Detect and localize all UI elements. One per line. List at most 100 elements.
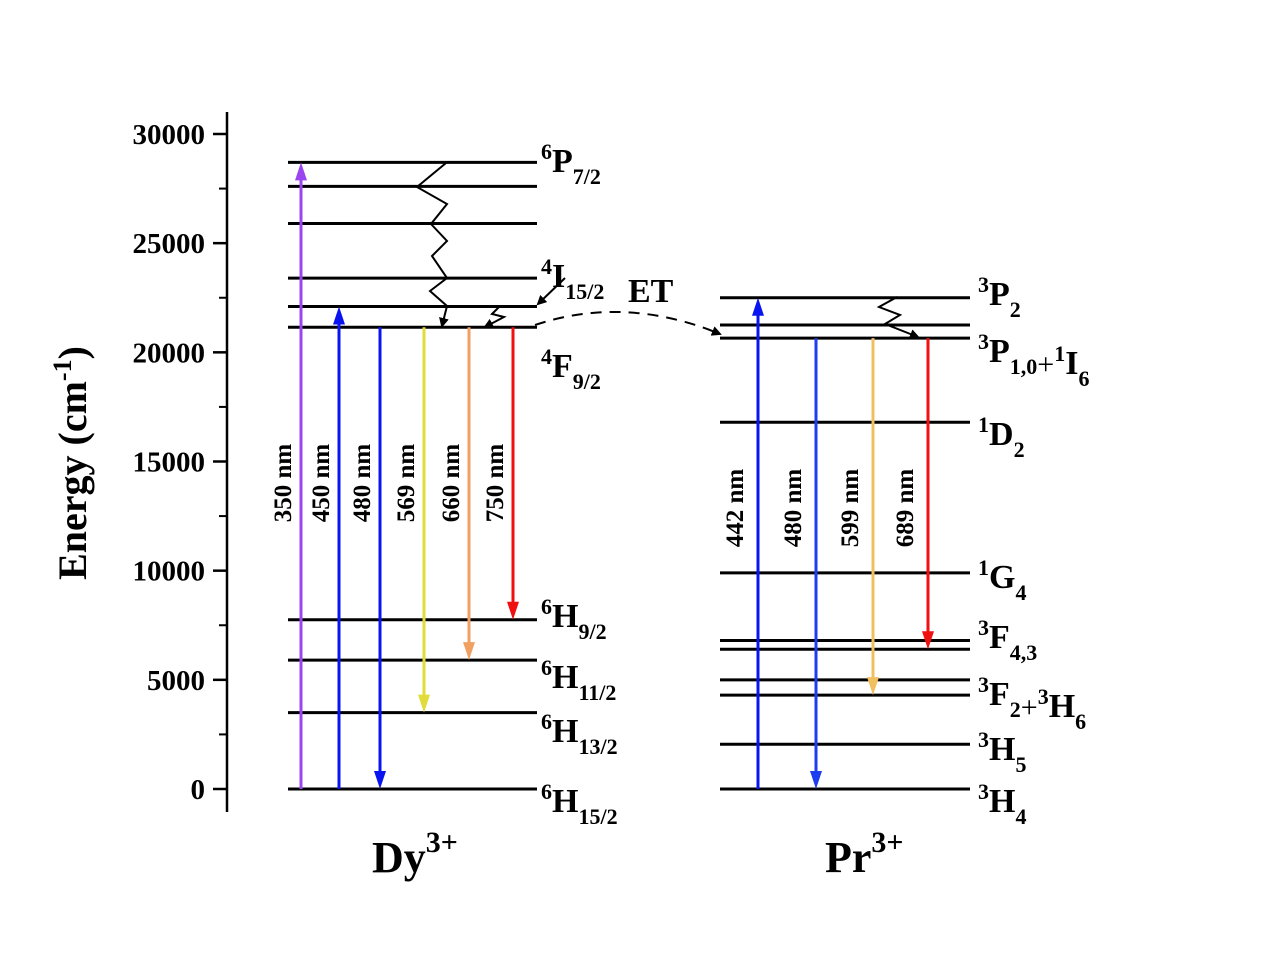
y-tick-label: 20000 [133, 337, 206, 369]
level-label: 6H13/2 [541, 709, 618, 759]
term-letter: D [989, 416, 1014, 453]
term-j: 4,3 [1010, 640, 1038, 665]
level-label: 3H4 [978, 779, 1026, 829]
term-j: 11/2 [578, 680, 616, 705]
term-multiplicity: 3 [978, 727, 989, 752]
term-multiplicity: 6 [541, 779, 552, 804]
level-label: 6H11/2 [541, 655, 616, 705]
level-label: 3F2+3H6 [978, 672, 1086, 734]
level-label: 4F9/2 [541, 344, 601, 394]
arrowhead-icon [507, 601, 519, 620]
term-letter: H [552, 713, 578, 750]
term-multiplicity: 6 [541, 139, 552, 164]
arrowhead-icon [463, 642, 475, 661]
y-tick-label: 10000 [133, 556, 206, 588]
y-axis-label-text: Energy (cm [50, 381, 95, 580]
pr-ion-charge: 3+ [871, 826, 903, 859]
level-label: 4I15/2 [541, 254, 604, 304]
term-letter: I [1065, 345, 1078, 382]
term-multiplicity: 3 [978, 272, 989, 297]
level-label: 6P7/2 [541, 139, 601, 189]
term-multiplicity: 1 [1054, 341, 1065, 366]
y-tick-label: 25000 [133, 228, 206, 260]
transition-wavelength-label: 480 nm [349, 444, 376, 523]
term-multiplicity: 6 [541, 594, 552, 619]
arrowhead-icon [418, 694, 430, 713]
term-j: 2 [1014, 437, 1025, 462]
y-tick-label: 30000 [133, 119, 206, 151]
level-label: 6H15/2 [541, 779, 618, 829]
transition-wavelength-label: 350 nm [270, 444, 297, 523]
term-letter: I [552, 258, 565, 295]
arrowhead-icon [333, 306, 345, 325]
transition-wavelength-label: 750 nm [482, 444, 509, 523]
term-multiplicity: 3 [978, 779, 989, 804]
energy-transfer-arrow [534, 310, 722, 336]
nonradiative-relaxation-icon [483, 305, 507, 328]
transition-wavelength-label: 442 nm [722, 469, 749, 548]
dy-ion-charge: 3+ [426, 826, 458, 859]
transition-wavelength-label: 660 nm [438, 444, 465, 523]
pr-ion-levels: 3P23P1,0+1I61D21G43F4,33F2+3H63H53H4442 … [720, 272, 1089, 829]
y-axis-label-close: ) [50, 346, 95, 359]
term-j: 4 [1015, 580, 1026, 605]
term-j: 15/2 [565, 279, 604, 304]
term-letter: H [989, 783, 1015, 820]
term-letter: P [552, 143, 573, 180]
term-letter: F [989, 619, 1010, 656]
label-pointer-arrow [536, 277, 566, 306]
energy-transfer-label: ET [628, 273, 674, 310]
y-tick-label: 0 [191, 774, 206, 806]
term-multiplicity: 4 [541, 344, 552, 369]
term-letter: H [552, 659, 578, 696]
term-j: 13/2 [578, 734, 617, 759]
term-multiplicity: 3 [978, 672, 989, 697]
term-letter: F [552, 348, 573, 385]
y-tick-label: 15000 [133, 447, 206, 479]
arrowhead-icon [867, 677, 879, 696]
arrowhead-icon [752, 297, 764, 316]
term-j: 6 [1075, 709, 1086, 734]
arrowhead-icon [295, 162, 307, 181]
term-multiplicity: 6 [541, 709, 552, 734]
nonradiative-relaxation-icon [876, 296, 920, 339]
level-label: 3P2 [978, 272, 1021, 322]
level-label: 3P1,0+1I6 [978, 329, 1089, 391]
term-j: 9/2 [573, 369, 601, 394]
pr-ion-name: Pr [825, 833, 871, 882]
transition-wavelength-label: 689 nm [892, 469, 919, 548]
term-j: 9/2 [578, 619, 606, 644]
term-letter: P [989, 276, 1010, 313]
level-label: 3H5 [978, 727, 1026, 777]
level-label: 6H9/2 [541, 594, 607, 644]
y-tick-label: 5000 [147, 665, 205, 697]
pr-ion-title: Pr3+ [825, 826, 904, 882]
y-axis-label: Energy (cm-1) [48, 346, 95, 580]
term-letter: H [1049, 688, 1075, 725]
energy-transfer: ET [534, 273, 722, 336]
term-letter: P [989, 333, 1010, 370]
arrowhead-icon [810, 771, 822, 789]
term-j: 5 [1015, 752, 1026, 777]
term-plus: + [1037, 348, 1054, 381]
level-label: 1D2 [978, 412, 1025, 462]
term-letter: F [989, 676, 1010, 713]
y-axis-label-superscript: -1 [48, 359, 77, 381]
term-letter: H [989, 731, 1015, 768]
term-j: 7/2 [573, 164, 601, 189]
dy-ion-name: Dy [372, 833, 426, 882]
term-letter: H [552, 783, 578, 820]
term-letter: H [552, 598, 578, 635]
transition-wavelength-label: 569 nm [393, 444, 420, 523]
term-multiplicity: 4 [541, 254, 552, 279]
level-label: 1G4 [978, 555, 1026, 605]
term-letter: G [989, 559, 1015, 596]
term-multiplicity: 3 [1038, 684, 1049, 709]
term-multiplicity: 1 [978, 555, 989, 580]
term-j: 15/2 [578, 804, 617, 829]
transition-wavelength-label: 599 nm [837, 469, 864, 548]
y-axis: 0 5000 10000 15000 20000 25000 30000 [133, 112, 229, 812]
term-multiplicity: 6 [541, 655, 552, 680]
level-label: 3F4,3 [978, 615, 1037, 665]
dy-ion-levels: 6P7/24I15/24F9/26H9/26H11/26H13/26H15/23… [270, 139, 618, 829]
